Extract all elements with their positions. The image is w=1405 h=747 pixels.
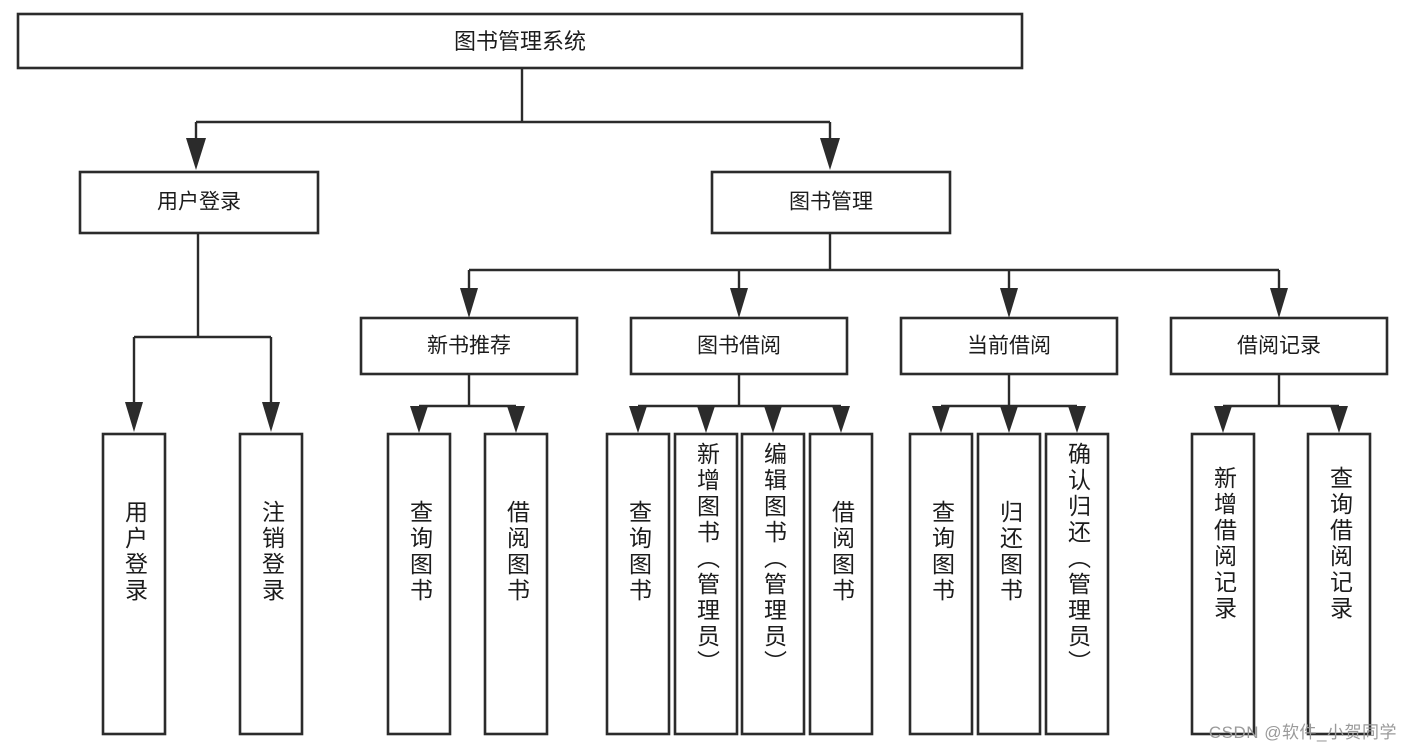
leaf-box-return-book[interactable]	[976, 432, 1042, 736]
leaf-boxes	[101, 432, 1372, 736]
arrow-head-leaf-edit-book	[764, 406, 782, 433]
arrow-head-new-book-recommend	[460, 288, 478, 318]
node-root-label: 图书管理系统	[454, 29, 586, 54]
node-user-login[interactable]: 用户登录	[78, 170, 320, 235]
leaf-box-add-book[interactable]	[673, 432, 739, 736]
arrow-head-leaf-query-book-2	[629, 406, 647, 433]
node-book-borrow-box[interactable]	[629, 316, 849, 376]
leaf-box-query-record[interactable]	[1306, 432, 1372, 736]
arrow-head-current-borrow	[1000, 288, 1018, 318]
node-borrow-record-box[interactable]	[1169, 316, 1389, 376]
arrow-head-book-management	[820, 138, 840, 170]
leaf-box-query-book-3[interactable]	[908, 432, 974, 736]
node-book-borrow[interactable]: 图书借阅	[629, 316, 849, 376]
arrow-head-leaf-query-book-3	[932, 406, 950, 433]
node-book-management[interactable]: 图书管理	[710, 170, 952, 235]
connector-group-current-borrow	[932, 374, 1086, 433]
connector-group-user-login	[125, 233, 280, 432]
node-book-borrow-label: 图书借阅	[697, 335, 781, 358]
leaf-box-borrow-book-2[interactable]	[808, 432, 874, 736]
node-user-login-label: 用户登录	[157, 191, 241, 214]
leaf-box-edit-book[interactable]	[740, 432, 806, 736]
connector-group-borrow-record	[1214, 374, 1348, 433]
arrow-head-leaf-query-book-1	[410, 406, 428, 433]
leaf-box-query-book-2[interactable]	[605, 432, 671, 736]
node-book-management-label: 图书管理	[789, 191, 873, 214]
leaf-box-query-book-1[interactable]	[386, 432, 452, 736]
arrow-head-user-login	[186, 138, 206, 170]
csdn-watermark: CSDN @软件_小贺同学	[1208, 723, 1397, 742]
node-borrow-record[interactable]: 借阅记录	[1169, 316, 1389, 376]
arrow-head-leaf-confirm-return	[1068, 406, 1086, 433]
node-borrow-record-label: 借阅记录	[1237, 335, 1321, 358]
arrow-head-leaf-return-book	[1000, 406, 1018, 433]
arrow-head-leaf-borrow-book-2	[832, 406, 850, 433]
leaf-box-logout-login[interactable]	[238, 432, 304, 736]
node-current-borrow-box[interactable]	[899, 316, 1119, 376]
arrow-head-leaf-borrow-book-1	[507, 406, 525, 433]
leaf-box-confirm-return[interactable]	[1044, 432, 1110, 736]
node-new-book-recommend[interactable]: 新书推荐	[359, 316, 579, 376]
node-book-management-box[interactable]	[710, 170, 952, 235]
arrow-head-leaf-add-book	[697, 406, 715, 433]
connector-group-root	[186, 68, 840, 170]
arrow-head-leaf-query-record	[1330, 406, 1348, 433]
leaf-box-borrow-book-1[interactable]	[483, 432, 549, 736]
node-user-login-box[interactable]	[78, 170, 320, 235]
leaf-box-add-record[interactable]	[1190, 432, 1256, 736]
arrow-head-leaf-add-record	[1214, 406, 1232, 433]
arrow-head-leaf-user-login	[125, 402, 143, 432]
leaf-box-user-login[interactable]	[101, 432, 167, 736]
node-current-borrow[interactable]: 当前借阅	[899, 316, 1119, 376]
node-current-borrow-label: 当前借阅	[967, 335, 1051, 358]
arrow-head-book-borrow	[730, 288, 748, 318]
connector-group-book-management	[460, 233, 1288, 318]
arrow-head-leaf-logout-login	[262, 402, 280, 432]
node-root-box[interactable]	[16, 12, 1024, 70]
connector-group-book-borrow	[629, 374, 850, 433]
connector-group-new-book-recommend	[410, 374, 525, 433]
node-root[interactable]: 图书管理系统	[16, 12, 1024, 70]
node-new-book-recommend-label: 新书推荐	[427, 335, 511, 358]
node-new-book-recommend-box[interactable]	[359, 316, 579, 376]
arrow-head-borrow-record	[1270, 288, 1288, 318]
